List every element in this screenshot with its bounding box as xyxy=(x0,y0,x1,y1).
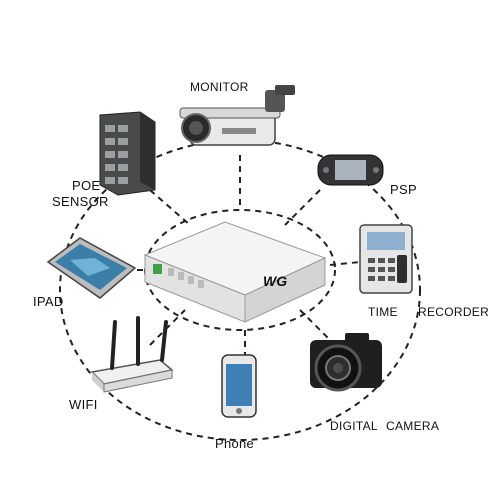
digital-camera-icon xyxy=(310,333,382,392)
monitor-camera-icon xyxy=(179,85,295,146)
label-monitor: MONITOR xyxy=(190,80,249,94)
label-digital-camera-line2: CAMERA xyxy=(386,419,440,433)
label-digital-camera-line1: DIGITAL xyxy=(330,419,378,433)
poe-sensor-icon xyxy=(99,111,156,196)
label-poe-sensor-line1: POE xyxy=(72,178,101,193)
label-phone: Phone xyxy=(215,436,255,451)
label-poe-sensor-line2: SENSOR xyxy=(52,194,109,209)
label-time-recorder-line2: RECORDER xyxy=(418,305,490,319)
central-poe-device: WG xyxy=(143,221,327,323)
time-recorder-icon xyxy=(359,224,413,294)
outer-dashed-ring xyxy=(59,139,421,441)
label-ipad: IPAD xyxy=(33,294,64,309)
wifi-router-icon xyxy=(90,316,174,393)
label-time-recorder-line1: TIME xyxy=(368,305,398,319)
phone-icon xyxy=(221,354,257,418)
label-wifi: WIFI xyxy=(69,397,98,412)
device-logo: WG xyxy=(263,273,287,289)
ipad-icon xyxy=(46,237,137,299)
psp-icon xyxy=(317,154,384,186)
connection-spokes xyxy=(115,155,361,360)
label-psp: PSP xyxy=(390,182,417,197)
